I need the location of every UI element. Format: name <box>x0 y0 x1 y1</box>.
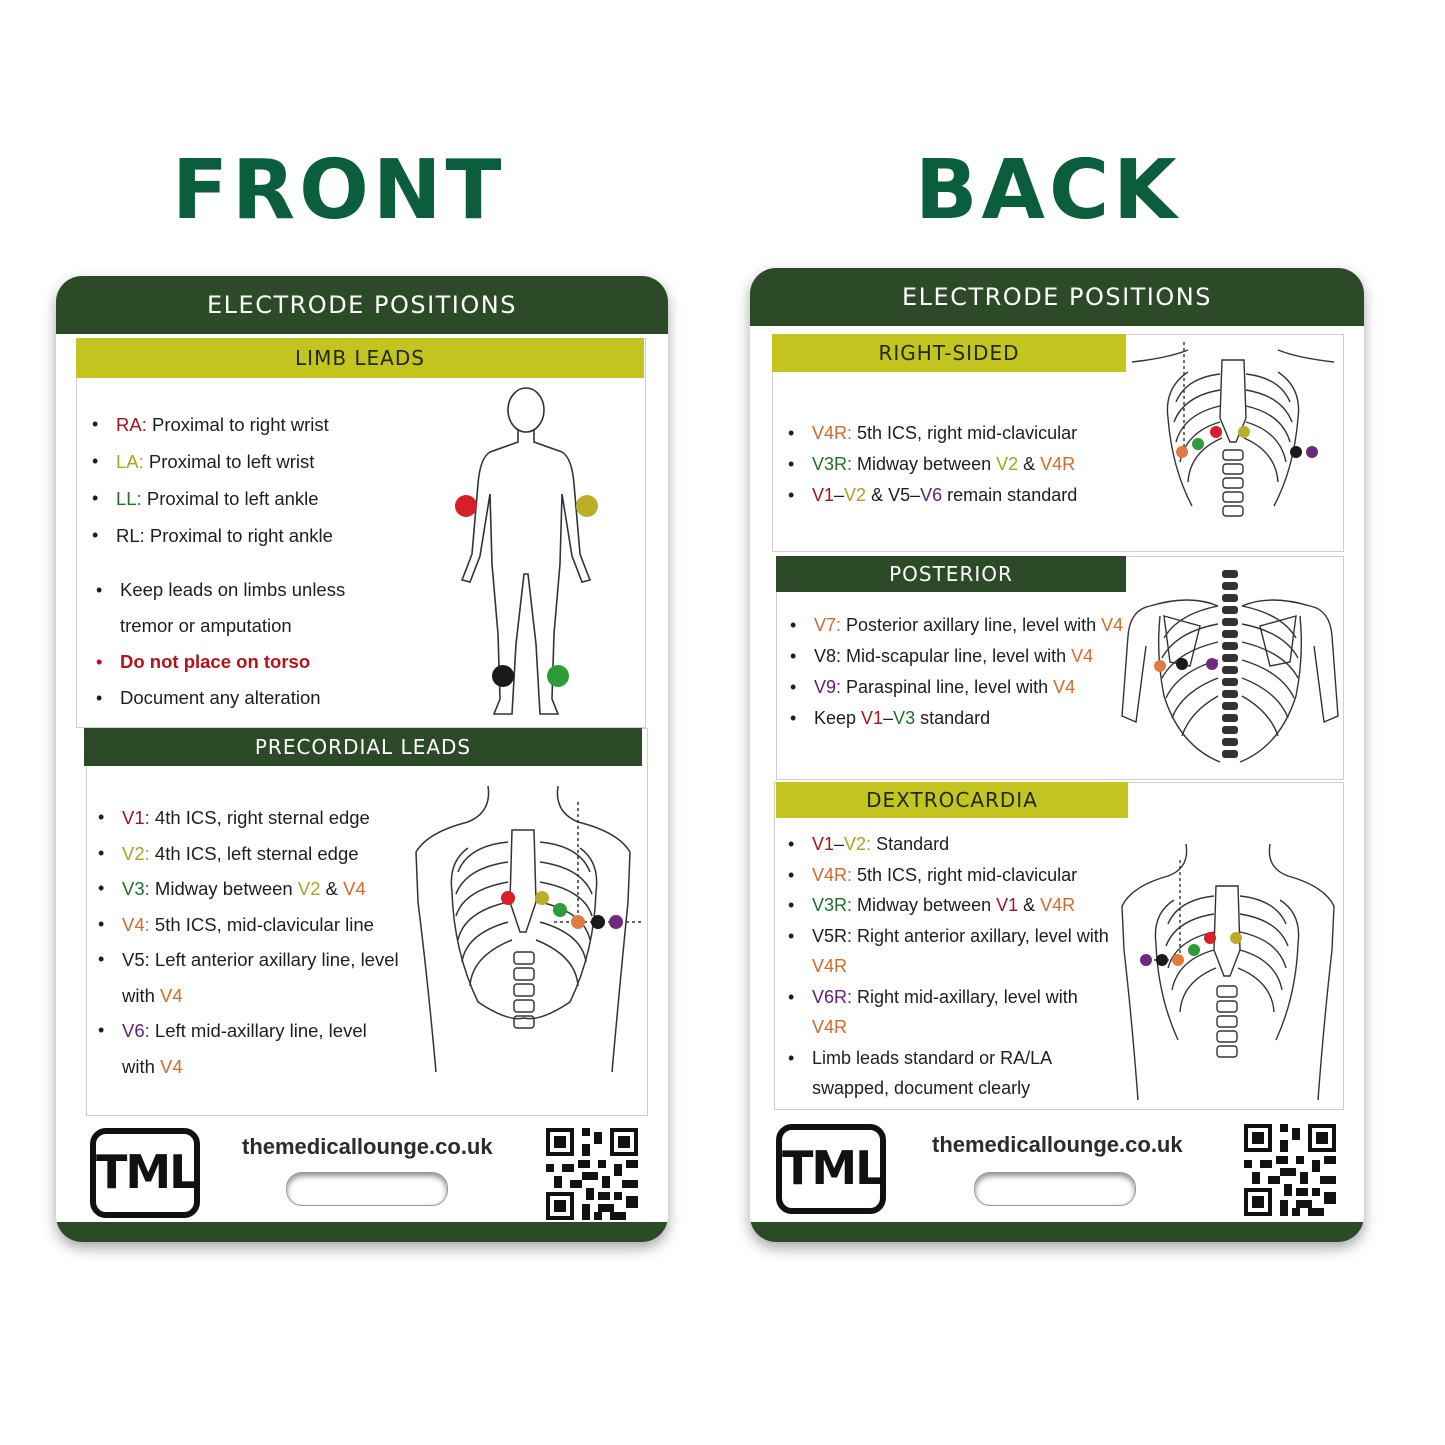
front-title: FRONT <box>172 143 506 238</box>
list-item: LA: Proximal to left wrist <box>88 443 428 480</box>
back-card-header: ELECTRODE POSITIONS <box>750 268 1364 326</box>
list-item: V6: Left mid-axillary line, level with V… <box>94 1013 404 1084</box>
v5-electrode <box>591 915 605 929</box>
v1-electrode <box>1204 932 1216 944</box>
v5r-electrode <box>1156 954 1168 966</box>
v3r-electrode <box>1188 944 1200 956</box>
list-item: V4: 5th ICS, mid-clavicular line <box>94 907 404 943</box>
v3-electrode <box>553 903 567 917</box>
v4r-electrode <box>1176 446 1188 458</box>
list-item: Limb leads standard or RA/LA swapped, do… <box>784 1043 1114 1104</box>
right-sided-heading: RIGHT-SIDED <box>772 334 1126 372</box>
precordial-leads-heading: PRECORDIAL LEADS <box>84 728 642 766</box>
list-item: V5: Left anterior axillary line, level w… <box>94 942 404 1013</box>
back-card: ELECTRODE POSITIONS RIGHT-SIDED V4R: 5th… <box>750 268 1364 1242</box>
back-title: BACK <box>915 143 1181 238</box>
website-link[interactable]: themedicallounge.co.uk <box>932 1132 1183 1157</box>
list-item: V4R: 5th ICS, right mid-clavicular <box>784 418 1164 449</box>
v6-electrode <box>609 915 623 929</box>
v1-electrode <box>1210 426 1222 438</box>
website-link[interactable]: themedicallounge.co.uk <box>242 1134 493 1159</box>
posterior-back-figure <box>1121 570 1339 763</box>
back-card-footer-bar <box>750 1222 1364 1242</box>
front-card-header: ELECTRODE POSITIONS <box>56 276 668 334</box>
list-item: Keep leads on limbs unless tremor or amp… <box>92 572 362 644</box>
rl-electrode <box>492 665 514 687</box>
list-item: V6R: Right mid-axillary, level with V4R <box>784 982 1114 1043</box>
lanyard-slot <box>286 1172 448 1206</box>
ra-electrode <box>455 495 477 517</box>
ll-electrode <box>547 665 569 687</box>
v8-electrode <box>1176 658 1188 670</box>
right-sided-list: V4R: 5th ICS, right mid-clavicular V3R: … <box>784 418 1164 511</box>
v4r-electrode <box>1172 954 1184 966</box>
list-item: V3: Midway between V2 & V4 <box>94 871 404 907</box>
posterior-heading: POSTERIOR <box>776 556 1126 592</box>
list-item: V2: 4th ICS, left sternal edge <box>94 836 404 872</box>
chest-figure <box>415 785 642 1073</box>
list-item: V4R: 5th ICS, right mid-clavicular <box>784 860 1114 891</box>
qr-code <box>546 1128 638 1220</box>
dextrocardia-list: V1–V2: Standard V4R: 5th ICS, right mid-… <box>784 829 1114 1104</box>
list-item: V5R: Right anterior axillary, level with… <box>784 921 1114 982</box>
v6r-electrode <box>1140 954 1152 966</box>
list-item: RL: Proximal to right ankle <box>88 517 428 554</box>
limb-notes-list: Keep leads on limbs unless tremor or amp… <box>92 572 362 716</box>
lanyard-slot <box>974 1172 1136 1206</box>
v4-electrode <box>571 915 585 929</box>
v9-electrode <box>1206 658 1218 670</box>
dextrocardia-chest-figure <box>1121 843 1335 1101</box>
list-item: RA: Proximal to right wrist <box>88 406 428 443</box>
v2-electrode <box>1238 426 1250 438</box>
limb-leads-heading: LIMB LEADS <box>76 338 644 378</box>
front-card-footer-bar <box>56 1222 668 1242</box>
qr-code <box>1244 1124 1336 1216</box>
tml-logo: TML <box>776 1124 886 1214</box>
v3r-electrode <box>1192 438 1204 450</box>
list-item: LL: Proximal to left ankle <box>88 480 428 517</box>
right-sided-chest-figure <box>1131 342 1335 517</box>
v6-electrode <box>1306 446 1318 458</box>
posterior-list: V7: Posterior axillary line, level with … <box>786 610 1136 734</box>
list-item: Keep V1–V3 standard <box>786 703 1136 734</box>
list-item: Do not place on torso <box>92 644 362 680</box>
v7-electrode <box>1154 660 1166 672</box>
list-item: V1: 4th ICS, right sternal edge <box>94 800 404 836</box>
list-item: V1–V2 & V5–V6 remain standard <box>784 480 1164 511</box>
v5-electrode <box>1290 446 1302 458</box>
list-item: Document any alteration <box>92 680 362 716</box>
tml-logo: TML <box>90 1128 200 1218</box>
list-item: V3R: Midway between V2 & V4R <box>784 449 1164 480</box>
body-figure <box>455 387 598 715</box>
list-item: V1–V2: Standard <box>784 829 1114 860</box>
list-item: V9: Paraspinal line, level with V4 <box>786 672 1136 703</box>
la-electrode <box>576 495 598 517</box>
v2-electrode <box>535 891 549 905</box>
dextrocardia-heading: DEXTROCARDIA <box>776 782 1128 818</box>
front-card: ELECTRODE POSITIONS LIMB LEADS RA: Proxi… <box>56 276 668 1242</box>
precordial-leads-list: V1: 4th ICS, right sternal edge V2: 4th … <box>94 800 404 1084</box>
list-item: V8: Mid-scapular line, level with V4 <box>786 641 1136 672</box>
list-item: V3R: Midway between V1 & V4R <box>784 890 1114 921</box>
v2-electrode <box>1230 932 1242 944</box>
v1-electrode <box>501 891 515 905</box>
limb-leads-list: RA: Proximal to right wrist LA: Proximal… <box>88 406 428 554</box>
list-item: V7: Posterior axillary line, level with … <box>786 610 1136 641</box>
